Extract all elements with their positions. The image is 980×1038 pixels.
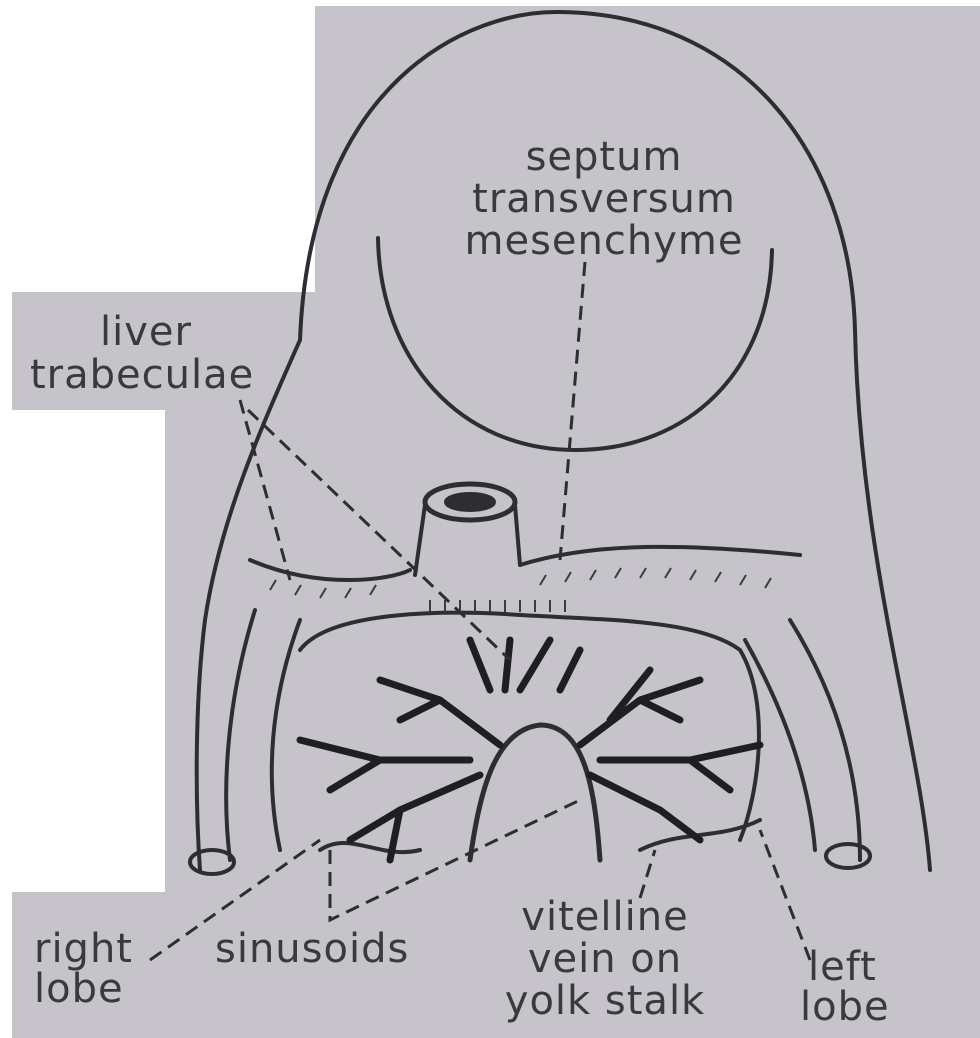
svg-text:vitelline: vitelline [521,894,688,940]
svg-text:yolk stalk: yolk stalk [505,978,705,1024]
label-sinusoids: sinusoids [215,926,409,972]
svg-text:transversum: transversum [472,176,736,222]
svg-text:lobe: lobe [34,966,124,1012]
svg-text:liver: liver [100,309,192,355]
label-right-lobe: right lobe [34,926,133,1012]
svg-text:vein on: vein on [528,936,682,982]
svg-text:mesenchyme: mesenchyme [465,218,744,264]
svg-text:sinusoids: sinusoids [215,926,409,972]
svg-text:septum: septum [526,134,683,180]
label-left-lobe: left lobe [800,944,890,1030]
svg-text:lobe: lobe [800,984,890,1030]
paper-background [12,6,980,1038]
svg-text:trabeculae: trabeculae [30,352,254,398]
label-vitelline-vein: vitelline vein on yolk stalk [505,894,705,1024]
